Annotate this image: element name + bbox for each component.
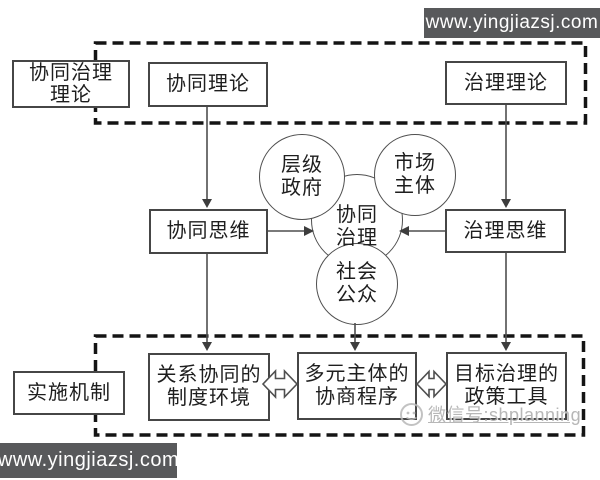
node-synergy-thinking: 协同思维 xyxy=(149,209,268,254)
label-line: 治理 xyxy=(336,227,378,249)
node-label: 制度环境 xyxy=(167,387,251,409)
circle-market-actors xyxy=(374,134,456,216)
node-label: 理论 xyxy=(50,84,92,106)
circle-label-collaborative-governance: 协同 治理 xyxy=(317,204,397,250)
node-synergy-theory: 协同理论 xyxy=(148,62,268,107)
wechat-id-label: 微信号:shplanning xyxy=(428,405,582,425)
arrowhead-down-icon xyxy=(202,199,212,208)
wechat-watermark: 微信号:shplanning xyxy=(399,401,581,427)
circle-social-public xyxy=(316,243,398,325)
site-banner-bottom: www.yingjiazsj.com xyxy=(0,443,180,478)
label-line: 公众 xyxy=(336,284,378,306)
site-url-label: www.yingjiazsj.com xyxy=(0,449,180,471)
node-label: 治理思维 xyxy=(463,219,548,242)
node-label: 协同理论 xyxy=(166,73,250,95)
node-label: 治理理论 xyxy=(464,71,548,94)
label-line: 主体 xyxy=(394,175,436,197)
node-institutional-environment: 关系协同的 制度环境 xyxy=(148,353,270,421)
node-governance-thinking: 治理思维 xyxy=(445,209,566,253)
circle-label-market-actors: 市场 主体 xyxy=(375,152,455,198)
node-collaborative-governance-theory: 协同治理 理论 xyxy=(12,60,130,108)
site-banner-top: www.yingjiazsj.com xyxy=(424,8,600,38)
label-line: 层级 xyxy=(281,154,323,176)
circle-label-social-public: 社会 公众 xyxy=(317,261,397,307)
double-arrow-icon xyxy=(415,369,448,399)
arrowhead-down-icon xyxy=(202,342,212,351)
node-governance-theory: 治理理论 xyxy=(445,61,567,105)
label-line: 市场 xyxy=(394,152,436,174)
arrowhead-down-icon xyxy=(501,199,511,208)
wechat-icon xyxy=(400,402,423,426)
node-label: 目标治理的 xyxy=(454,363,559,385)
arrowhead-down-icon xyxy=(350,342,360,351)
node-label: 协同思维 xyxy=(166,220,251,242)
node-label: 实施机制 xyxy=(27,381,111,404)
circle-label-hierarchical-government: 层级 政府 xyxy=(262,154,342,200)
node-label: 多元主体的 xyxy=(304,363,410,385)
circle-hierarchical-government xyxy=(259,134,345,220)
node-label: 协商程序 xyxy=(315,386,399,408)
node-label: 关系协同的 xyxy=(156,364,262,386)
node-implementation-mechanism: 实施机制 xyxy=(13,371,125,415)
label-line: 协同 xyxy=(336,204,378,226)
site-url-label: www.yingjiazsj.com xyxy=(425,12,599,33)
arrowhead-down-icon xyxy=(501,342,511,351)
label-line: 社会 xyxy=(336,261,378,283)
node-label: 协同治理 xyxy=(29,62,113,84)
label-line: 政府 xyxy=(281,177,323,199)
